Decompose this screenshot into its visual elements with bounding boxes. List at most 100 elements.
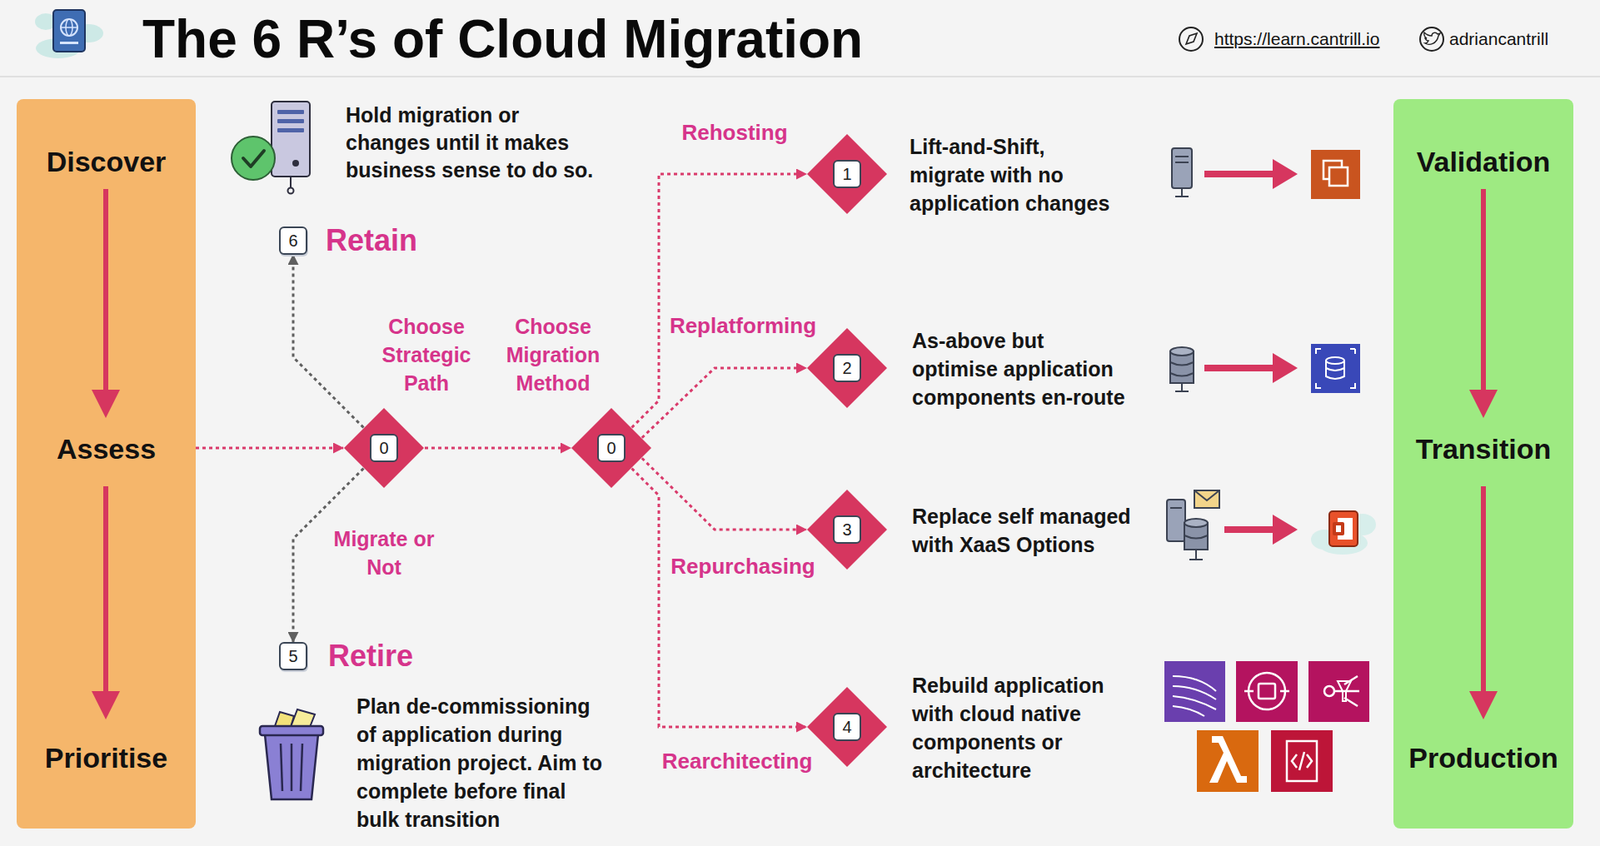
- trash-icon: [274, 712, 295, 728]
- option-name: Retain: [325, 222, 418, 259]
- passport-icon: [34, 9, 104, 59]
- phase-arrow: [1480, 486, 1486, 695]
- server-icon: [271, 101, 310, 177]
- phase-name: Discover: [46, 145, 167, 179]
- passport-icon: [60, 26, 78, 29]
- compass-icon: [1179, 27, 1203, 51]
- kinesis-icon: [1172, 676, 1217, 717]
- compass-icon: [1179, 27, 1203, 51]
- self-managed-icon: [1189, 558, 1203, 561]
- saas-office-icon: [1317, 531, 1368, 555]
- label-holder: Retain: [325, 222, 418, 259]
- phase-arrow: [91, 189, 1498, 720]
- server-icon: [1171, 148, 1192, 197]
- diamond-fill: [807, 328, 888, 409]
- sns-icon: [1324, 686, 1335, 697]
- trash-icon: [259, 726, 324, 736]
- phase-arrow: [91, 389, 120, 419]
- kinesis-icon: [1164, 661, 1226, 723]
- migrate-arrow: [1204, 159, 1298, 190]
- phase-arrow: [1480, 189, 1486, 394]
- connectors: [195, 174, 807, 728]
- sqs-icon: [1236, 661, 1298, 723]
- header-rule: [0, 75, 1600, 78]
- check-badge: [231, 136, 275, 180]
- rds-icon: [1310, 343, 1361, 394]
- option-box: 5: [279, 642, 308, 671]
- phase-holder: Discover: [16, 145, 196, 179]
- migrate-arrow: [1224, 514, 1298, 545]
- option-name: Retire: [328, 638, 414, 674]
- label-holder: Retire: [328, 638, 414, 674]
- decision-diamond: 1: [806, 133, 888, 215]
- passport-icon: [65, 19, 73, 36]
- decision-diamond: 2: [806, 327, 888, 409]
- migrate-arrow: [1204, 364, 1277, 372]
- trash-icon: [259, 709, 324, 800]
- self-managed-icon: [1166, 499, 1186, 542]
- label-holder: Rehosting: [681, 119, 788, 146]
- trash-icon: [280, 743, 283, 792]
- passport-icon: [59, 41, 79, 45]
- description: Lift-and-Shift, migrate with no applicat…: [909, 132, 1118, 218]
- dotted-connector: [293, 254, 364, 429]
- lambda-icon: [1209, 736, 1247, 783]
- saas-office-icon: [1335, 525, 1341, 533]
- label-holder: Choose Strategic Path: [372, 312, 481, 398]
- sns-icon: [1337, 681, 1351, 702]
- label-holder: https://learn.cantrill.io: [1214, 28, 1380, 50]
- migrate-arrow: [1272, 159, 1298, 190]
- migrate-arrow: [1204, 170, 1277, 178]
- twitter-icon: [1420, 27, 1444, 51]
- self-managed-icon: [1166, 490, 1220, 560]
- passport-icon: [60, 19, 78, 36]
- callout-number: 5: [288, 647, 298, 665]
- phase-name: Transition: [1415, 433, 1551, 466]
- passport-icon: [35, 38, 81, 59]
- check-badge: [243, 150, 265, 167]
- trash-icon: [290, 709, 315, 728]
- phase-arrow: [91, 691, 120, 720]
- twitter-icon: [1420, 27, 1444, 51]
- ec2-icon: [1310, 149, 1361, 200]
- dotted-connector: [642, 458, 807, 530]
- saas-office-icon: [1310, 511, 1376, 555]
- server-icon: [277, 119, 305, 124]
- saas-office-icon: [1337, 518, 1353, 540]
- ec2-icon: [1323, 160, 1342, 180]
- server-icon: [1175, 195, 1189, 198]
- self-managed-icon: [1184, 535, 1208, 539]
- phase-name: Assess: [56, 433, 156, 466]
- twitter-icon: [1424, 32, 1441, 45]
- server-icon: [292, 159, 300, 167]
- sqs-icon: [1244, 690, 1290, 693]
- decision-diamond: 0: [570, 407, 653, 489]
- title: The 6 R’s of Cloud Migration: [142, 9, 863, 69]
- diamond-fill: [807, 687, 888, 768]
- server-icon: [1175, 155, 1189, 158]
- server-icon: [277, 109, 305, 115]
- label-holder: Replace self managed with XaaS Options: [912, 502, 1150, 559]
- callout-number: 1: [832, 159, 862, 189]
- trash-icon: [290, 743, 294, 792]
- passport-icon: [73, 24, 104, 43]
- label-holder: As-above but optimise application compon…: [912, 326, 1131, 412]
- phase-arrow: [103, 486, 109, 695]
- rds-icon: [1310, 343, 1361, 394]
- database-icon: [1181, 383, 1183, 392]
- diamond-fill: [571, 408, 652, 489]
- migrate-arrow: [1272, 353, 1298, 384]
- phase-panel: DiscoverAssessPrioritise: [16, 99, 196, 829]
- phase-holder: Transition: [1393, 433, 1574, 466]
- method-name: Replatforming: [669, 313, 817, 339]
- decision-diamond: 0: [343, 407, 425, 489]
- self-managed-icon: [1170, 507, 1182, 509]
- server-icon: [289, 176, 292, 188]
- self-managed-icon: [1194, 490, 1220, 509]
- description: As-above but optimise application compon…: [912, 326, 1131, 412]
- decision-diamond: 3: [806, 488, 888, 571]
- migrate-arrow: [1204, 353, 1298, 384]
- label-holder: Repurchasing: [670, 553, 815, 580]
- method-name: Rehosting: [681, 119, 788, 146]
